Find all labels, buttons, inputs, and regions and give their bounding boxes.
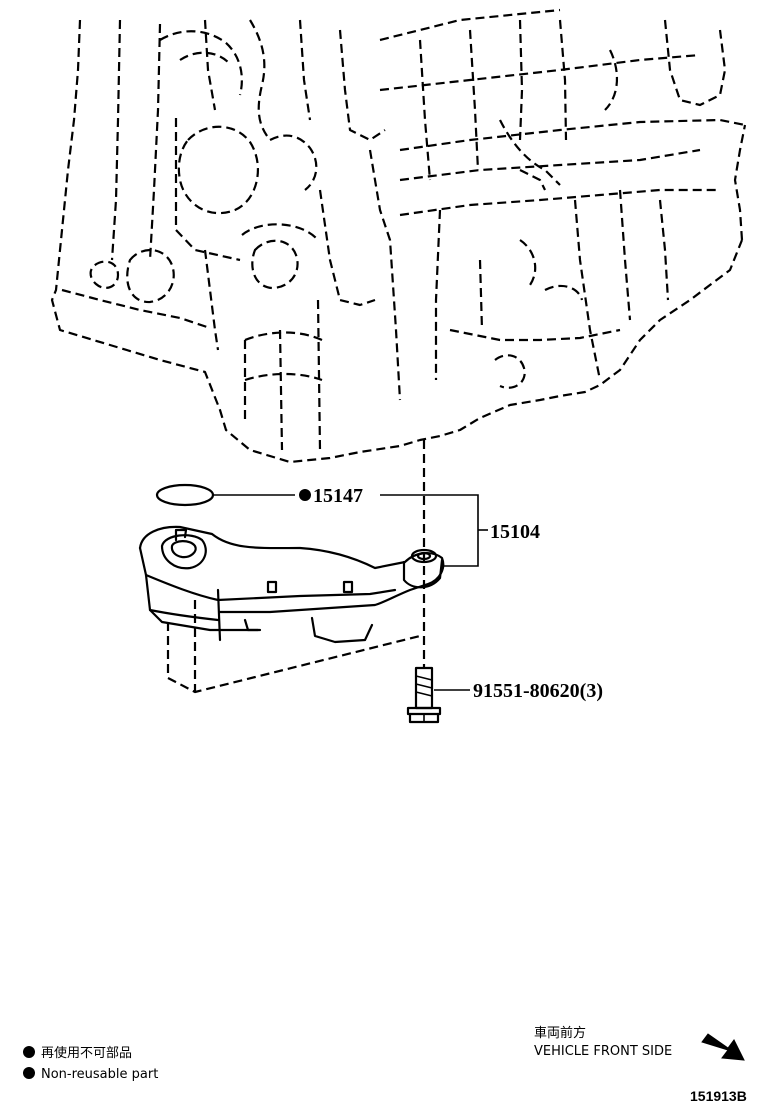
figure-id: 151913B bbox=[690, 1088, 747, 1104]
strainer-part-number: 15104 bbox=[490, 521, 540, 543]
vehicle-front-arrow-icon bbox=[701, 1033, 745, 1061]
legend-label-en: Non-reusable part bbox=[41, 1067, 158, 1082]
legend-marker-en bbox=[23, 1067, 35, 1079]
non-reusable-marker bbox=[299, 489, 311, 501]
oring-part bbox=[155, 483, 215, 507]
oring-part-number: 15147 bbox=[313, 485, 363, 507]
front-label-en: VEHICLE FRONT SIDE bbox=[534, 1044, 672, 1059]
bolt-part-number: 91551-80620(3) bbox=[473, 680, 603, 702]
legend-marker-ja bbox=[23, 1046, 35, 1058]
bolt-part bbox=[406, 666, 442, 724]
legend-label-ja: 再使用不可部品 bbox=[41, 1045, 132, 1061]
oil-strainer-part bbox=[138, 525, 445, 694]
engine-block-outline bbox=[50, 8, 747, 464]
front-label-ja: 車両前方 bbox=[534, 1025, 586, 1041]
